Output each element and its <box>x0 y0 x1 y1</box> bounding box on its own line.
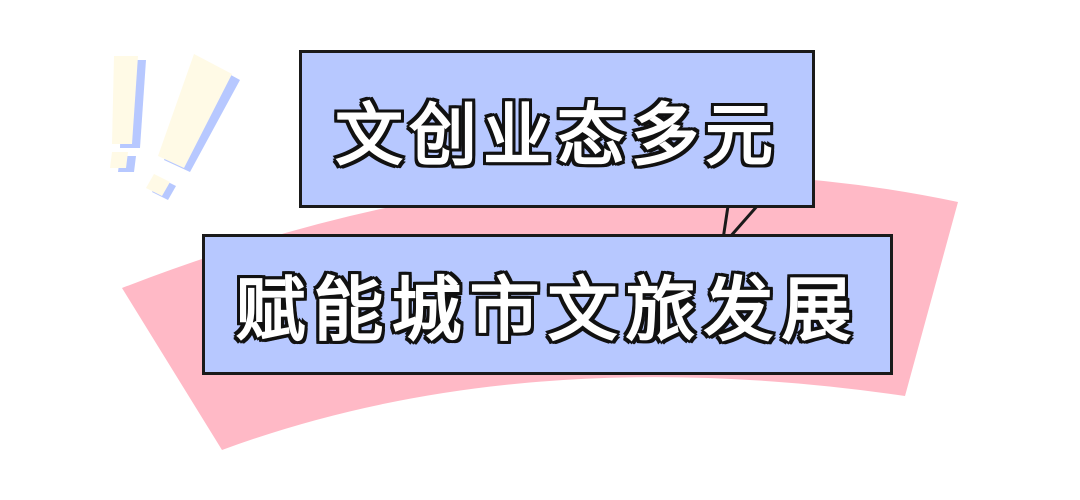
headline-line-2: 赋能城市文旅发展 <box>235 269 860 351</box>
headline-box-top: 文创业态多元 <box>299 50 815 208</box>
headline-line-1: 文创业态多元 <box>334 96 779 176</box>
headline-box-bottom: 赋能城市文旅发展 <box>202 234 893 375</box>
double-exclamation-icon <box>110 54 240 200</box>
